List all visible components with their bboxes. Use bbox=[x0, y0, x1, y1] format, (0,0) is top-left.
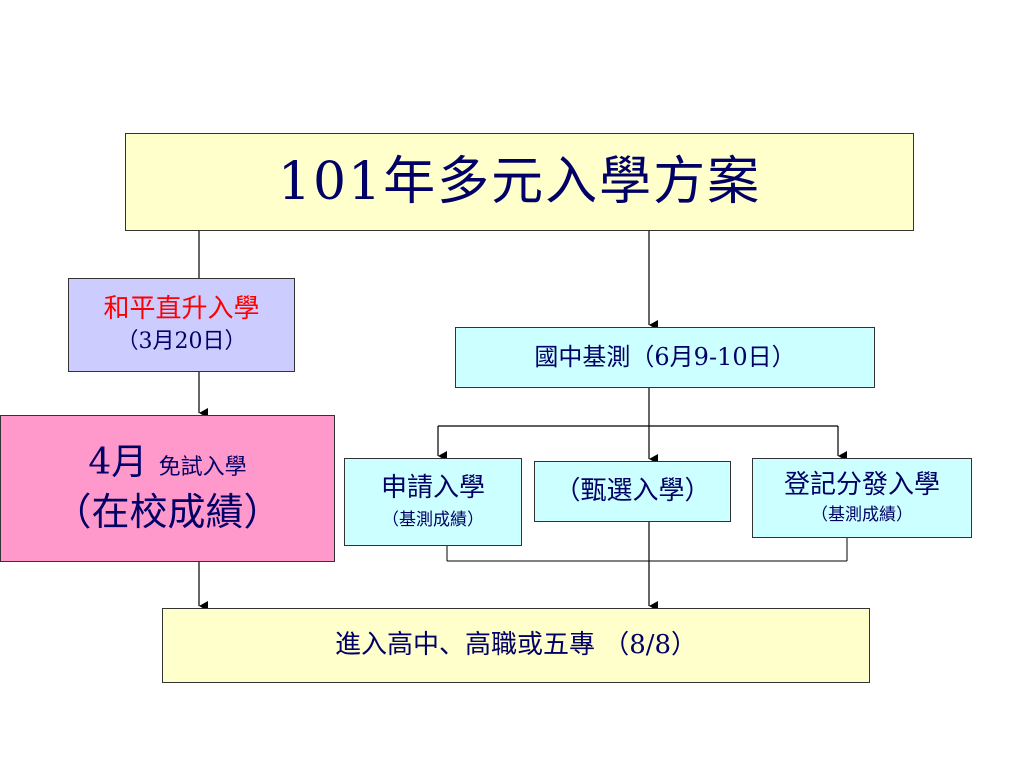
selection-box: （甄選入學） bbox=[534, 461, 731, 522]
application-note: （基測成績） bbox=[382, 510, 484, 531]
direct-entry-box: 和平直升入學 （3月20日） bbox=[68, 278, 295, 372]
registration-box: 登記分發入學 （基測成績） bbox=[752, 458, 972, 538]
selection-label: （甄選入學） bbox=[554, 475, 711, 506]
direct-entry-label: 和平直升入學 bbox=[103, 294, 260, 325]
exam-free-month: 4月 bbox=[88, 442, 148, 484]
registration-label: 登記分發入學 bbox=[783, 470, 940, 501]
direct-entry-date: （3月20日） bbox=[116, 329, 247, 355]
diagram-title: 101年多元入學方案 bbox=[277, 151, 762, 212]
exam-free-box: 4月 免試入學 （在校成績） bbox=[0, 415, 335, 562]
title-box: 101年多元入學方案 bbox=[125, 133, 914, 231]
application-box: 申請入學 （基測成績） bbox=[344, 458, 522, 546]
basic-exam-label: 國中基測（6月9-10日） bbox=[534, 343, 796, 372]
registration-note: （基測成績） bbox=[811, 505, 913, 526]
exam-free-title: 4月 免試入學 bbox=[88, 441, 246, 484]
application-label: 申請入學 bbox=[380, 473, 485, 504]
enrollment-box: 進入高中、高職或五專 （8/8） bbox=[162, 608, 870, 683]
exam-free-label: 免試入學 bbox=[158, 455, 247, 481]
enrollment-label: 進入高中、高職或五專 （8/8） bbox=[334, 629, 698, 660]
exam-free-note: （在校成績） bbox=[53, 490, 282, 535]
basic-exam-box: 國中基測（6月9-10日） bbox=[455, 327, 875, 388]
